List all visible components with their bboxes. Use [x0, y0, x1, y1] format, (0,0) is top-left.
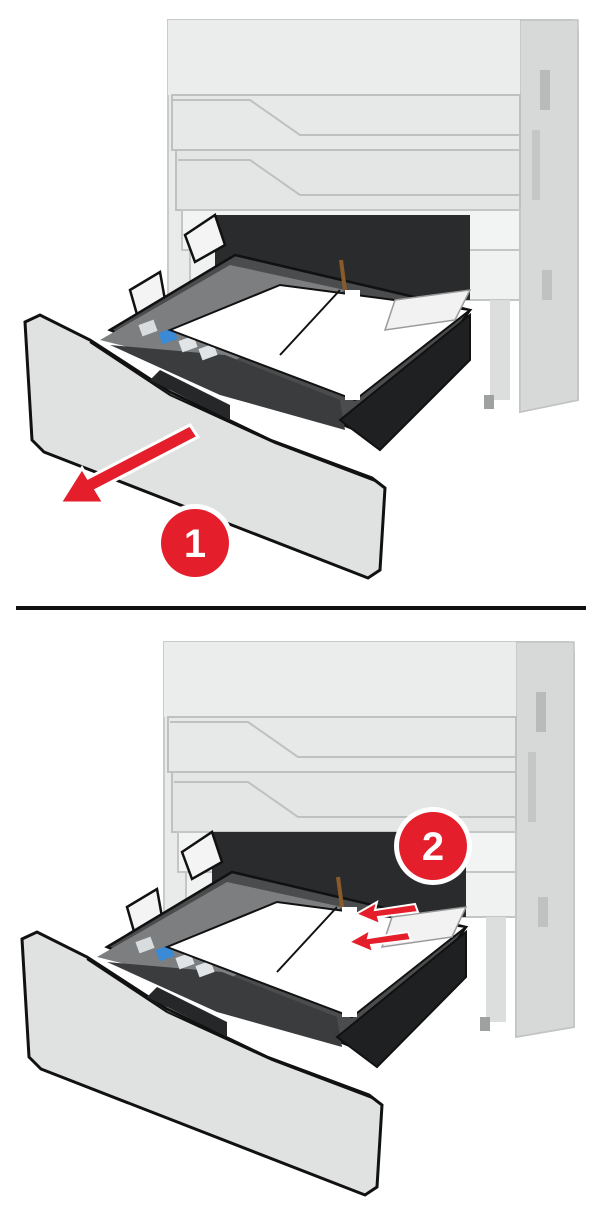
- remove-paper-arrows-icon: [346, 899, 420, 954]
- paper-tray: [20, 830, 469, 1197]
- step-2-number: 2: [422, 825, 444, 869]
- step-2-panel: 2: [0, 612, 600, 1223]
- step-1-illustration: 1: [23, 19, 579, 582]
- panel-divider: [16, 606, 586, 610]
- step-1-panel: 1: [0, 0, 600, 600]
- step-2-badge: 2: [394, 807, 472, 885]
- step-1-number: 1: [184, 522, 206, 566]
- paper-tray: [23, 213, 473, 580]
- step-2-illustration: 2: [20, 641, 575, 1197]
- step-1-badge: 1: [156, 504, 234, 582]
- pull-arrow-icon: [57, 423, 201, 505]
